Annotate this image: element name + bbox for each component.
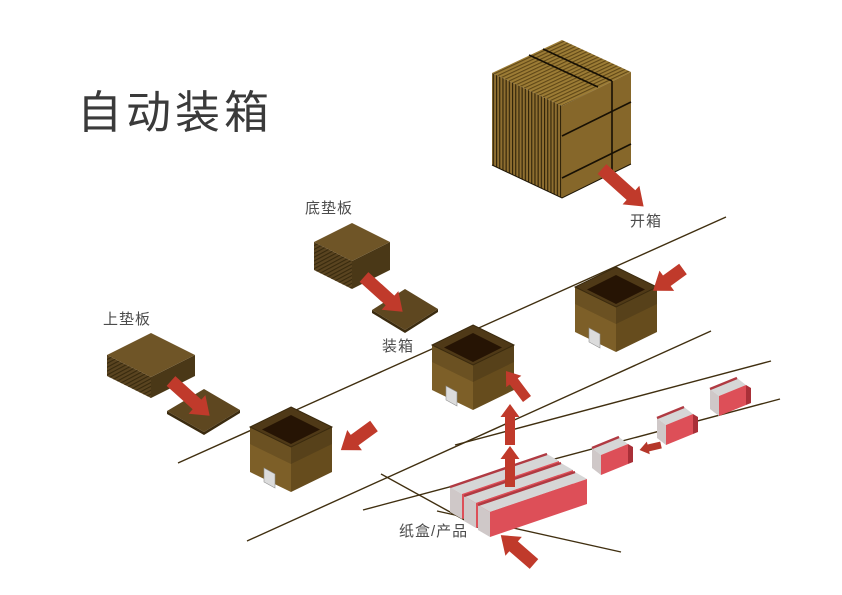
label-unpack: 开箱	[630, 213, 663, 230]
top-pad-stack	[107, 333, 195, 398]
product-flow-arrow-icon	[639, 441, 662, 455]
bottom-pad-sheet	[372, 289, 438, 333]
bottom-pad-stack	[314, 223, 390, 289]
flow-arrows	[166, 164, 687, 569]
box-inflow-arrow-icon-2	[653, 263, 687, 291]
bottom-pad-place-arrow-icon	[359, 272, 403, 312]
product-infeed-arrow-icon	[500, 535, 539, 569]
label-packing: 装箱	[382, 338, 415, 355]
lift-arrow-icon-2	[500, 446, 520, 487]
top-pad-place-arrow-icon	[166, 376, 210, 416]
box-inflow-arrow-icon-1	[340, 420, 378, 451]
label-bottom-pad: 底垫板	[305, 200, 354, 217]
bundle-left-face	[492, 73, 562, 198]
page-title: 自动装箱	[77, 87, 274, 138]
open-carton-1	[248, 406, 334, 492]
bundle-top-face	[492, 40, 631, 106]
carton-bundle	[491, 40, 632, 199]
lift-arrow-icon-1	[500, 404, 520, 445]
product-box-1	[591, 435, 633, 475]
open-carton-3	[573, 266, 659, 352]
label-top-pad: 上垫板	[103, 311, 152, 328]
bundle-right-face	[562, 72, 631, 198]
product-box-3	[709, 376, 751, 416]
product-box-2	[656, 405, 698, 445]
box-conveyor-front-rail	[246, 330, 712, 542]
pack-arrow-icon	[505, 371, 531, 403]
label-product: 纸盒/产品	[399, 523, 469, 540]
unpack-arrow-icon	[597, 164, 644, 207]
open-carton-2	[430, 324, 516, 410]
product-bar-row	[449, 452, 587, 537]
product-conveyor-front-rail	[362, 398, 781, 511]
bundle-straps	[528, 48, 632, 179]
